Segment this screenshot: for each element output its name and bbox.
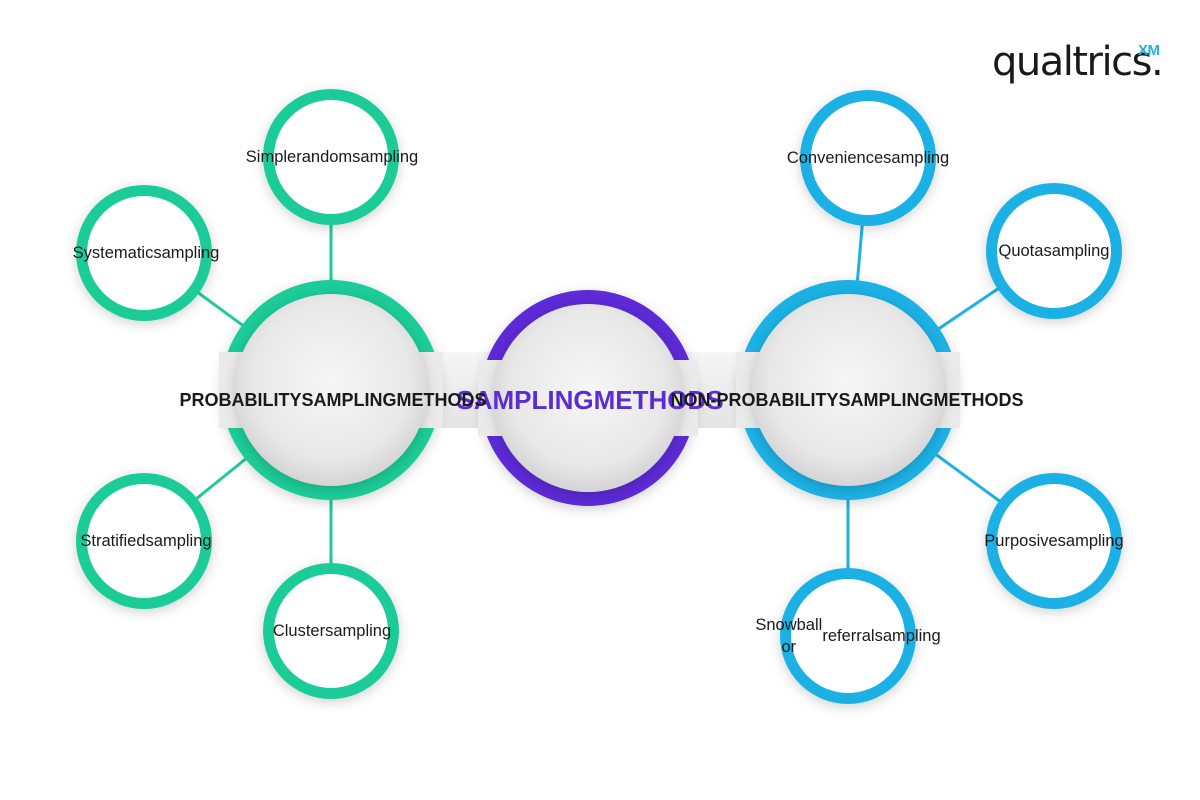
method-label-line: Simple bbox=[245, 148, 297, 166]
method-node-systematic-sampling-inner bbox=[87, 196, 201, 310]
method-node-purposive-sampling-inner bbox=[997, 484, 1111, 598]
hub-label-line: METHODS bbox=[933, 389, 1024, 410]
method-label-line: Stratified bbox=[80, 532, 146, 550]
method-node-cluster-sampling-inner bbox=[274, 574, 388, 688]
center-label-line: METHODS bbox=[593, 385, 724, 415]
method-node-systematic-sampling bbox=[76, 185, 212, 321]
method-label-line: referral bbox=[822, 627, 875, 645]
method-label-line: sampling bbox=[145, 532, 212, 550]
method-label-line: sampling bbox=[352, 148, 419, 166]
method-label-line: Quota bbox=[998, 242, 1044, 260]
hub-label-line: METHODS bbox=[396, 389, 487, 410]
method-label-line: sampling bbox=[325, 622, 392, 640]
center-node-face bbox=[494, 304, 682, 492]
method-node-purposive-sampling bbox=[986, 473, 1122, 609]
method-label-line: sampling bbox=[874, 627, 941, 645]
method-label-line: Systematic bbox=[72, 244, 154, 262]
logo-wordmark: qualtrics. bbox=[992, 39, 1164, 85]
method-label-line: sampling bbox=[1057, 532, 1124, 550]
hub-node-non-probability bbox=[736, 280, 960, 500]
method-label-line: Convenience bbox=[786, 149, 884, 167]
method-label-line: random bbox=[296, 148, 353, 166]
method-label-line: sampling bbox=[153, 244, 220, 262]
method-label-line: Snowball or bbox=[755, 616, 823, 656]
method-node-cluster-sampling bbox=[263, 563, 399, 699]
method-label-line: sampling bbox=[883, 149, 950, 167]
hub-node-probability bbox=[219, 280, 443, 500]
logo-tag: XM bbox=[1138, 42, 1160, 59]
hub-label-line: PROBABILITY bbox=[716, 389, 839, 410]
method-node-simple-random-sampling-inner bbox=[274, 100, 388, 214]
hub-label-line: PROBABILITY bbox=[179, 389, 302, 410]
hub-node-non-probability-face bbox=[752, 294, 944, 486]
hub-label-line: SAMPLING bbox=[301, 389, 397, 410]
method-label-line: Cluster bbox=[272, 622, 326, 640]
center-label-line: SAMPLING bbox=[456, 385, 594, 415]
method-node-quota-sampling bbox=[986, 183, 1122, 319]
method-label-line: sampling bbox=[1043, 242, 1110, 260]
method-node-snowball-or-referral-sampling bbox=[780, 568, 916, 704]
method-node-stratified-sampling-inner bbox=[87, 484, 201, 598]
method-node-convenience-sampling-inner bbox=[811, 101, 925, 215]
hub-label-line: NON- bbox=[670, 389, 717, 410]
method-node-stratified-sampling bbox=[76, 473, 212, 609]
method-node-simple-random-sampling bbox=[263, 89, 399, 225]
qualtrics-logo: qualtrics. XM bbox=[992, 38, 1172, 98]
center-node bbox=[478, 290, 698, 506]
method-node-convenience-sampling bbox=[800, 90, 936, 226]
method-node-snowball-or-referral-sampling-inner bbox=[791, 579, 905, 693]
method-node-quota-sampling-inner bbox=[997, 194, 1111, 308]
hub-node-probability-face bbox=[235, 294, 427, 486]
method-label-line: Purposive bbox=[984, 532, 1058, 550]
hub-label-line: SAMPLING bbox=[838, 389, 934, 410]
